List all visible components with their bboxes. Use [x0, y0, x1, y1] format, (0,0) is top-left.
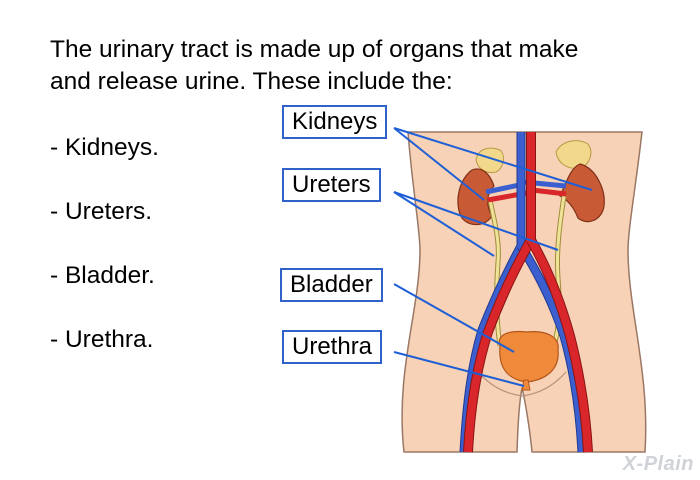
ureters-leader-left [393, 191, 495, 257]
list-item-kidneys: - Kidneys. [50, 134, 159, 161]
label-ureters: Ureters [282, 168, 381, 202]
label-kidneys: Kidneys [282, 105, 388, 139]
bladder-leader [393, 283, 515, 353]
list-item-ureters: - Ureters. [50, 198, 153, 225]
right-adrenal-gland [555, 140, 592, 169]
x-plain-watermark: X-Plain [622, 453, 694, 475]
kidneys-leader-right [393, 127, 593, 191]
kidneys-leader-left [393, 127, 485, 201]
aorta-fill [464, 132, 535, 453]
bladder [498, 330, 559, 383]
label-urethra: Urethra [282, 330, 383, 364]
left-ureter-fill [488, 199, 502, 347]
right-renal-artery [531, 187, 567, 197]
ureters-leader-right [393, 191, 559, 251]
intro-text: The urinary tract is made up of organs t… [50, 36, 579, 95]
right-iliac-artery-fill [527, 238, 592, 453]
urethra-leader [393, 351, 525, 387]
list-item-urethra: - Urethra. [50, 326, 154, 353]
right-iliac-vein-fill [518, 244, 586, 453]
list-item-bladder: - Bladder. [50, 262, 155, 289]
label-bladder: Bladder [280, 268, 383, 302]
groin-crease [477, 371, 567, 397]
